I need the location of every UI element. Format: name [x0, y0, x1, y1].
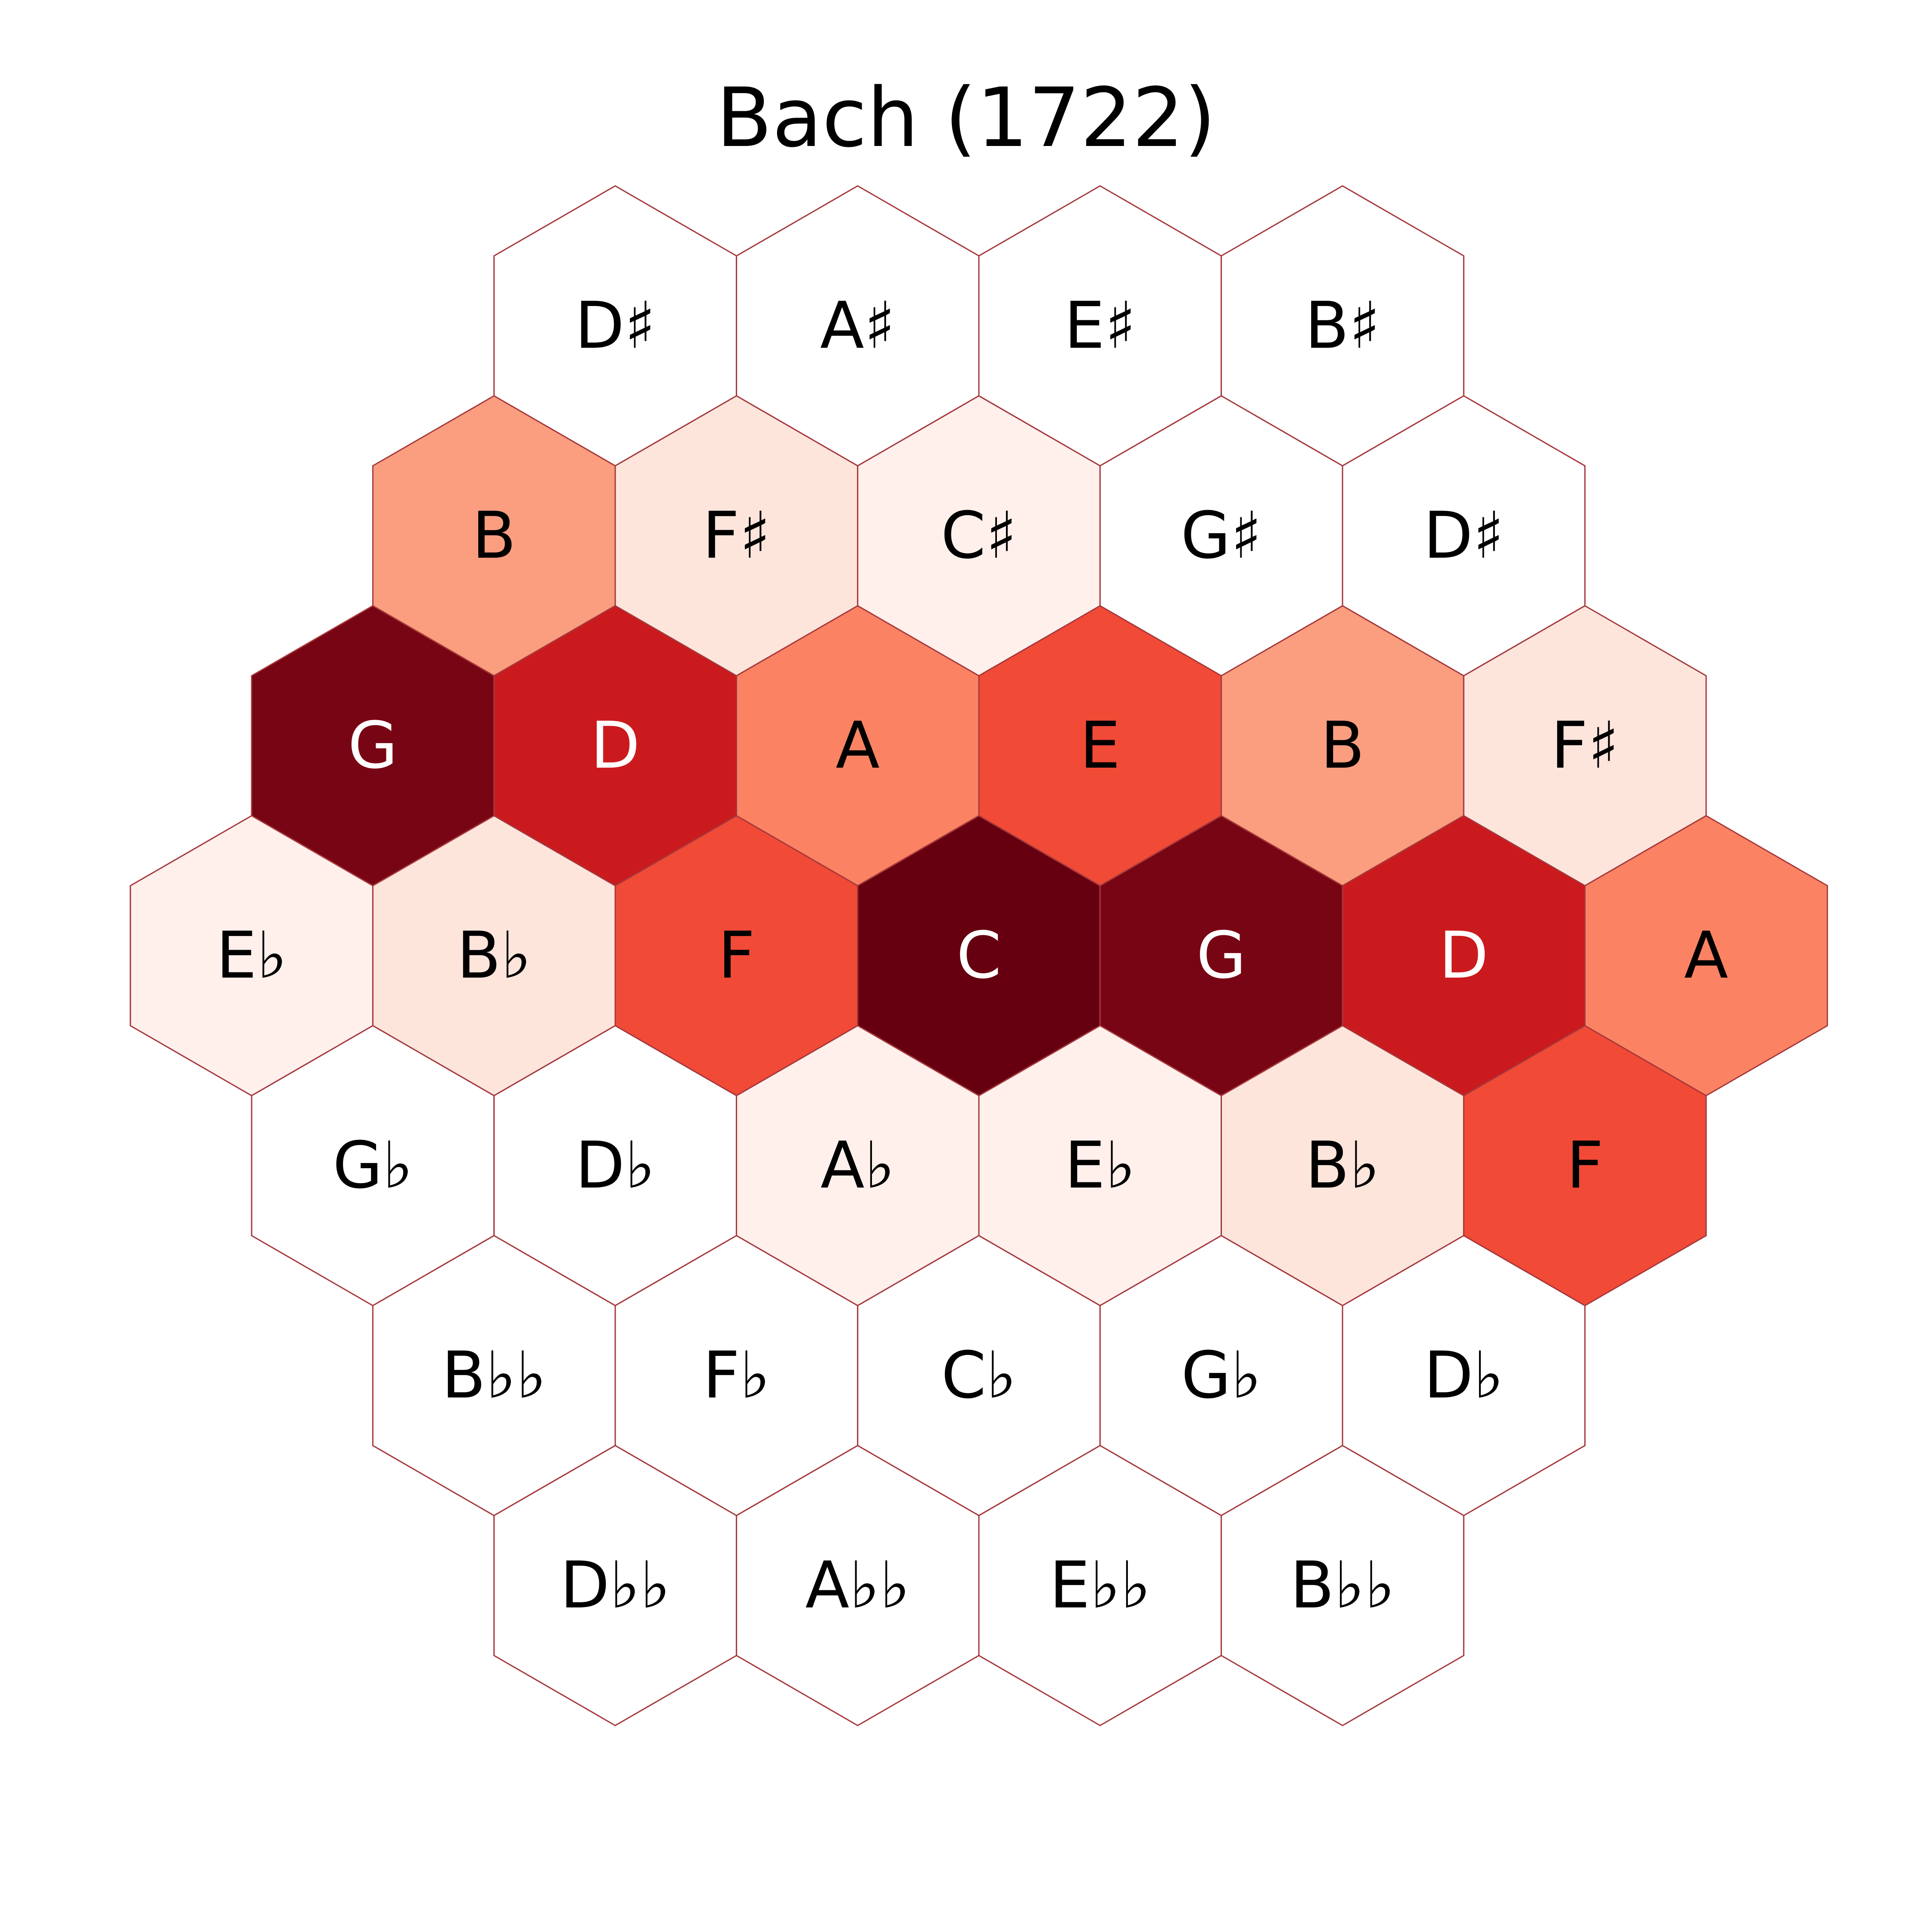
hex-note-label: G	[1196, 918, 1246, 993]
hex-cell: D♭♭	[493, 1445, 737, 1726]
hex-note-label: G	[348, 708, 398, 783]
hex-cell: B♭♭	[1221, 1445, 1464, 1726]
hex-cell: F	[614, 815, 859, 1097]
hex-note-label: F♯	[702, 498, 771, 573]
hex-note-label: B♭♭	[1290, 1548, 1395, 1623]
hex-note-label: B	[1321, 708, 1365, 783]
hex-cell: B	[372, 395, 616, 677]
hex-note-label: F	[718, 918, 755, 993]
hex-note-label: A	[835, 708, 880, 783]
hex-note-label: A♯	[820, 289, 895, 363]
hex-note-label: B♭♭	[441, 1338, 546, 1413]
hex-note-label: E♭	[216, 918, 287, 993]
hex-note-label: D♯	[575, 289, 656, 363]
hex-cell: E♭	[130, 815, 374, 1097]
hex-cell: F	[1463, 1025, 1707, 1306]
hex-cell: A♯	[735, 185, 980, 467]
hex-note-label: C	[957, 918, 1002, 993]
hex-note-label: G♭	[1181, 1338, 1261, 1413]
hex-cell: B	[1221, 605, 1464, 887]
hex-cell: G♭	[251, 1025, 495, 1306]
hex-note-label: D♭	[575, 1128, 655, 1203]
hex-note-label: G♭	[333, 1128, 413, 1203]
hex-note-label: B♭	[457, 918, 532, 993]
hex-note-label: F♯	[1551, 708, 1619, 783]
hex-note-label: D	[1439, 918, 1489, 993]
hex-cell: D♭	[493, 1025, 737, 1306]
hex-cell: F♯	[1463, 605, 1707, 887]
hex-shape	[1221, 1445, 1464, 1726]
hex-note-label: D♯	[1423, 498, 1504, 573]
hex-note-label: F	[1566, 1128, 1603, 1203]
hex-note-label: E♭	[1065, 1128, 1136, 1203]
hex-cell: G♭	[1099, 1235, 1343, 1516]
hex-note-label: B♯	[1305, 289, 1380, 363]
hex-note-label: E♭♭	[1049, 1548, 1151, 1623]
hex-note-label: A♭	[820, 1128, 895, 1203]
hex-note-label: D♭	[1424, 1338, 1504, 1413]
hex-cell: B♯	[1221, 185, 1464, 467]
hex-note-label: G♯	[1181, 498, 1262, 573]
hex-note-label: B	[472, 498, 516, 573]
hex-note-label: C♭	[941, 1338, 1017, 1413]
hex-cell: E♭	[978, 1025, 1222, 1306]
page-title: Bach (1722)	[716, 70, 1216, 165]
hex-cell: E♭♭	[978, 1445, 1222, 1726]
hex-note-label: A♭♭	[805, 1548, 910, 1623]
hex-cell: A	[735, 605, 980, 887]
hex-cell: C♭	[857, 1235, 1101, 1516]
hex-cell: B♭	[372, 815, 616, 1097]
hex-cells: D♯ A♯ E♯ B♯ B F♯ C♯ G♯ D♯ G D A E B F♯ E♭ B♭ F C G D A G♭ D♭ A♭ E…	[130, 185, 1828, 1726]
hex-note-label: D♭♭	[560, 1548, 670, 1623]
hex-cell: A	[1584, 815, 1828, 1097]
hex-note-label: F♭	[703, 1338, 770, 1413]
hex-note-label: E	[1080, 708, 1121, 783]
hex-cell: C	[857, 815, 1101, 1097]
hex-note-label: C♯	[941, 498, 1017, 573]
hex-note-label: D	[590, 708, 640, 783]
hex-note-label: B♭	[1305, 1128, 1380, 1203]
hex-cell: D	[493, 605, 737, 887]
hex-note-label: A	[1684, 918, 1728, 993]
hex-note-label: E♯	[1064, 289, 1136, 363]
hex-cell: B♭♭	[372, 1235, 616, 1516]
